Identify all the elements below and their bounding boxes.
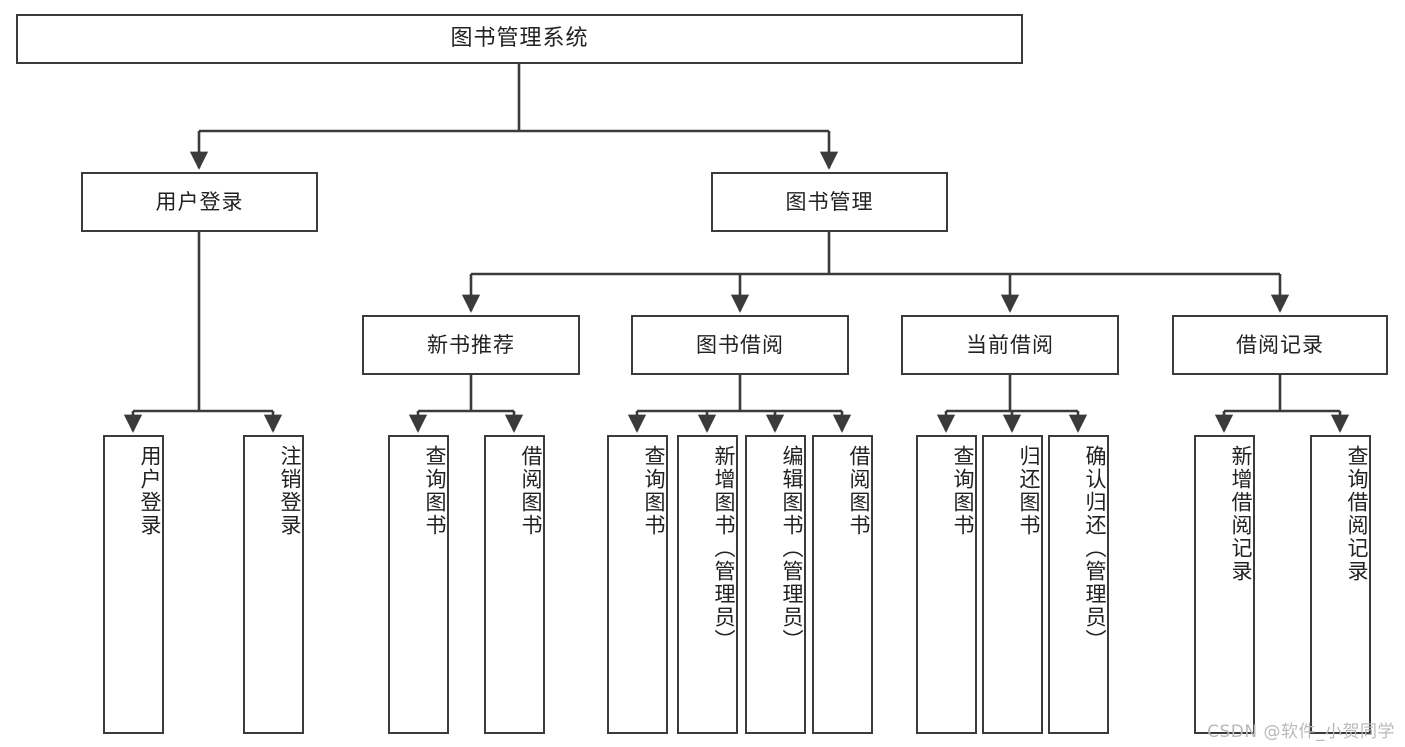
node-borrow-records[interactable]: 借阅记录 xyxy=(1172,315,1388,375)
leaf-query-books-borrow[interactable]: 查询图书 xyxy=(607,435,668,734)
leaf-label: 用户登录 xyxy=(138,445,162,537)
leaf-label: 确认归还（管理员） xyxy=(1083,445,1107,652)
leaf-edit-book-admin[interactable]: 编辑图书（管理员） xyxy=(745,435,806,734)
node-current-borrow[interactable]: 当前借阅 xyxy=(901,315,1119,375)
leaf-return-books[interactable]: 归还图书 xyxy=(982,435,1043,734)
leaf-confirm-return-admin[interactable]: 确认归还（管理员） xyxy=(1048,435,1109,734)
leaf-query-books-current[interactable]: 查询图书 xyxy=(916,435,977,734)
node-book-borrow[interactable]: 图书借阅 xyxy=(631,315,849,375)
node-book-management[interactable]: 图书管理 xyxy=(711,172,948,232)
leaf-label: 查询图书 xyxy=(642,445,666,537)
leaf-label: 新增借阅记录 xyxy=(1229,445,1253,583)
node-root-system[interactable]: 图书管理系统 xyxy=(16,14,1023,64)
leaf-label: 新增图书（管理员） xyxy=(712,445,736,652)
leaf-label: 查询图书 xyxy=(423,445,447,537)
leaf-label: 编辑图书（管理员） xyxy=(780,445,804,652)
leaf-label: 查询图书 xyxy=(951,445,975,537)
leaf-query-books-recommend[interactable]: 查询图书 xyxy=(388,435,449,734)
leaf-user-login[interactable]: 用户登录 xyxy=(103,435,164,734)
leaf-add-borrow-record[interactable]: 新增借阅记录 xyxy=(1194,435,1255,734)
leaf-label: 归还图书 xyxy=(1017,445,1041,537)
leaf-label: 借阅图书 xyxy=(847,445,871,537)
node-user-login[interactable]: 用户登录 xyxy=(81,172,318,232)
leaf-borrow-books[interactable]: 借阅图书 xyxy=(812,435,873,734)
leaf-label: 借阅图书 xyxy=(519,445,543,537)
node-new-book-recommend[interactable]: 新书推荐 xyxy=(362,315,580,375)
leaf-add-book-admin[interactable]: 新增图书（管理员） xyxy=(677,435,738,734)
watermark-text: CSDN @软件_小贺同学 xyxy=(1207,722,1395,742)
leaf-logout[interactable]: 注销登录 xyxy=(243,435,304,734)
leaf-label: 注销登录 xyxy=(278,445,302,537)
leaf-borrow-books-recommend[interactable]: 借阅图书 xyxy=(484,435,545,734)
leaf-label: 查询借阅记录 xyxy=(1345,445,1369,583)
leaf-query-borrow-record[interactable]: 查询借阅记录 xyxy=(1310,435,1371,734)
